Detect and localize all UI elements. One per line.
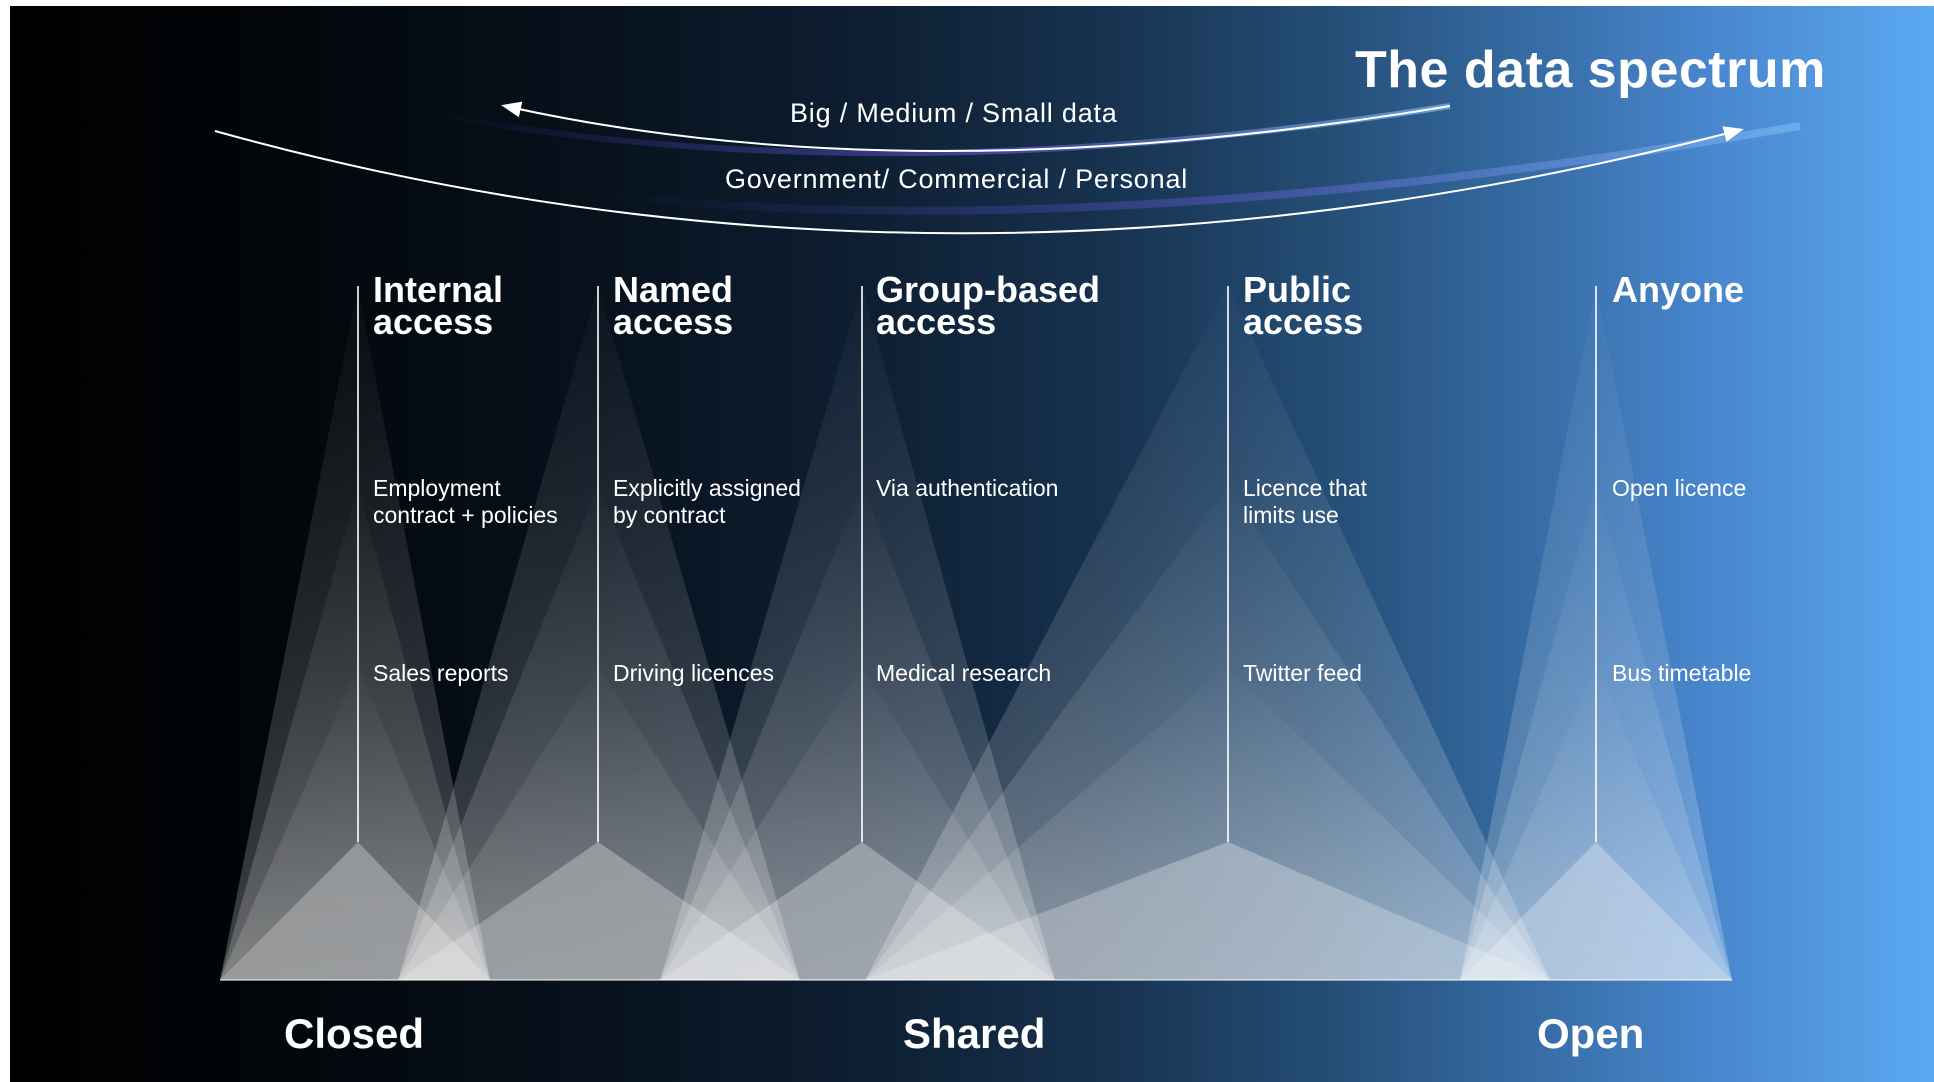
column-example-sales-reports: Sales reports <box>373 660 509 686</box>
upper-arc-arrow <box>501 101 1451 152</box>
lower-arc-arrow <box>214 126 1744 235</box>
base-triangle-named-access <box>398 842 800 980</box>
data-size-label: Big / Medium / Small data <box>790 98 1118 128</box>
column-description-group-based-access: Via authentication <box>876 475 1059 501</box>
slide-title: The data spectrum <box>1355 41 1826 99</box>
data-sector-label: Government/ Commercial / Personal <box>725 164 1189 194</box>
base-triangle-anyone <box>1460 842 1732 980</box>
data-spectrum-slide: The data spectrum Big / Medium / Small d… <box>10 6 1934 1082</box>
column-description-anyone: Open licence <box>1612 475 1747 501</box>
base-triangle-public-access <box>865 842 1550 980</box>
column-example-twitter-feed: Twitter feed <box>1243 660 1362 686</box>
lower-arc-glow <box>609 122 1801 215</box>
column-example-medical-research: Medical research <box>876 660 1052 686</box>
footer-label-shared: Shared <box>903 1010 1046 1057</box>
column-example-driving-licences: Driving licences <box>613 660 775 686</box>
column-heading-anyone: Anyone <box>1612 269 1745 310</box>
footer-label-open: Open <box>1537 1010 1645 1057</box>
footer-label-closed: Closed <box>284 1010 425 1057</box>
light-beam-public-access <box>865 666 1550 980</box>
base-triangle-internal-access <box>220 842 490 980</box>
spectrum-diagram <box>214 101 1801 981</box>
column-example-bus-timetable: Bus timetable <box>1612 660 1752 686</box>
